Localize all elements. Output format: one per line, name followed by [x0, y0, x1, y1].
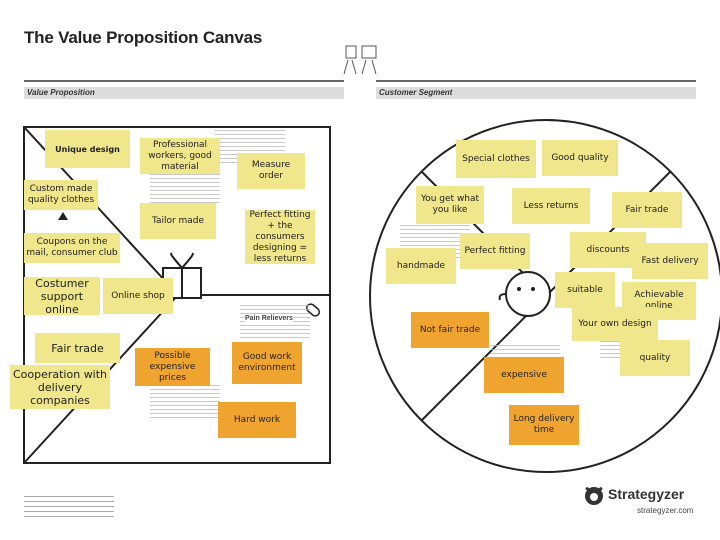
note-you-get-what: You get what you like: [416, 186, 484, 224]
note-costumer-support: Costumer support online: [24, 277, 100, 316]
note-custom-made: Custom made quality clothes: [24, 180, 98, 210]
value-proposition-label: Value Proposition: [27, 88, 95, 97]
note-hard-work: Hard work: [218, 402, 296, 438]
note-your-own-design: Your own design: [572, 307, 658, 341]
customer-segment-divider: [376, 80, 696, 82]
customer-segment-header-bar: [376, 87, 696, 99]
note-good-work: Good work environment: [232, 342, 302, 384]
note-handmade: handmade: [386, 248, 456, 284]
note-not-fair-trade: Not fair trade: [411, 312, 489, 348]
note-long-delivery: Long delivery time: [509, 405, 579, 445]
customer-segment-label: Customer Segment: [379, 88, 453, 97]
note-fair-trade-right: Fair trade: [612, 192, 682, 228]
note-online-shop: Online shop: [103, 278, 173, 314]
note-expensive: expensive: [484, 357, 564, 393]
brand-name: Strategyzer: [608, 486, 685, 502]
note-coupons: Coupons on the mail, consumer club: [24, 233, 120, 263]
strategyzer-logo-icon: [585, 486, 603, 505]
note-unique-design: Unique design: [45, 130, 130, 168]
copyright-text: [24, 496, 114, 518]
value-proposition-header-bar: [24, 87, 344, 99]
note-fast-delivery: Fast delivery: [632, 243, 708, 279]
sheet-text: [240, 305, 310, 339]
value-proposition-divider: [24, 80, 344, 82]
note-good-quality: Good quality: [542, 140, 618, 176]
note-suitable: suitable: [555, 272, 615, 308]
note-perfect-fitting-plus: Perfect fitting + the consumers designin…: [245, 210, 315, 264]
canvas-mini-icon: [343, 45, 377, 75]
note-tailor-made: Tailor made: [140, 203, 216, 239]
note-possible-expensive: Possible expensive prices: [135, 348, 210, 386]
note-quality: quality: [620, 340, 690, 376]
gain-creator-icon: [58, 212, 68, 220]
sheet-text: [150, 385, 220, 419]
page-title: The Value Proposition Canvas: [24, 28, 263, 47]
note-special-clothes: Special clothes: [456, 140, 536, 178]
sheet-text: [150, 170, 220, 204]
pain-relievers-label: Pain Relievers: [245, 315, 293, 322]
note-fair-trade-left: Fair trade: [35, 333, 120, 363]
brand-url: strategyzer.com: [637, 506, 694, 515]
customer-face-icon: [505, 271, 551, 317]
note-cooperation: Cooperation with delivery companies: [10, 365, 110, 409]
note-less-returns: Less returns: [512, 188, 590, 224]
note-perfect-fitting: Perfect fitting: [460, 233, 530, 269]
note-measure-order: Measure order: [237, 153, 305, 189]
note-professional-workers: Professional workers, good material: [140, 138, 220, 174]
customer-profile-circle: [369, 119, 720, 473]
